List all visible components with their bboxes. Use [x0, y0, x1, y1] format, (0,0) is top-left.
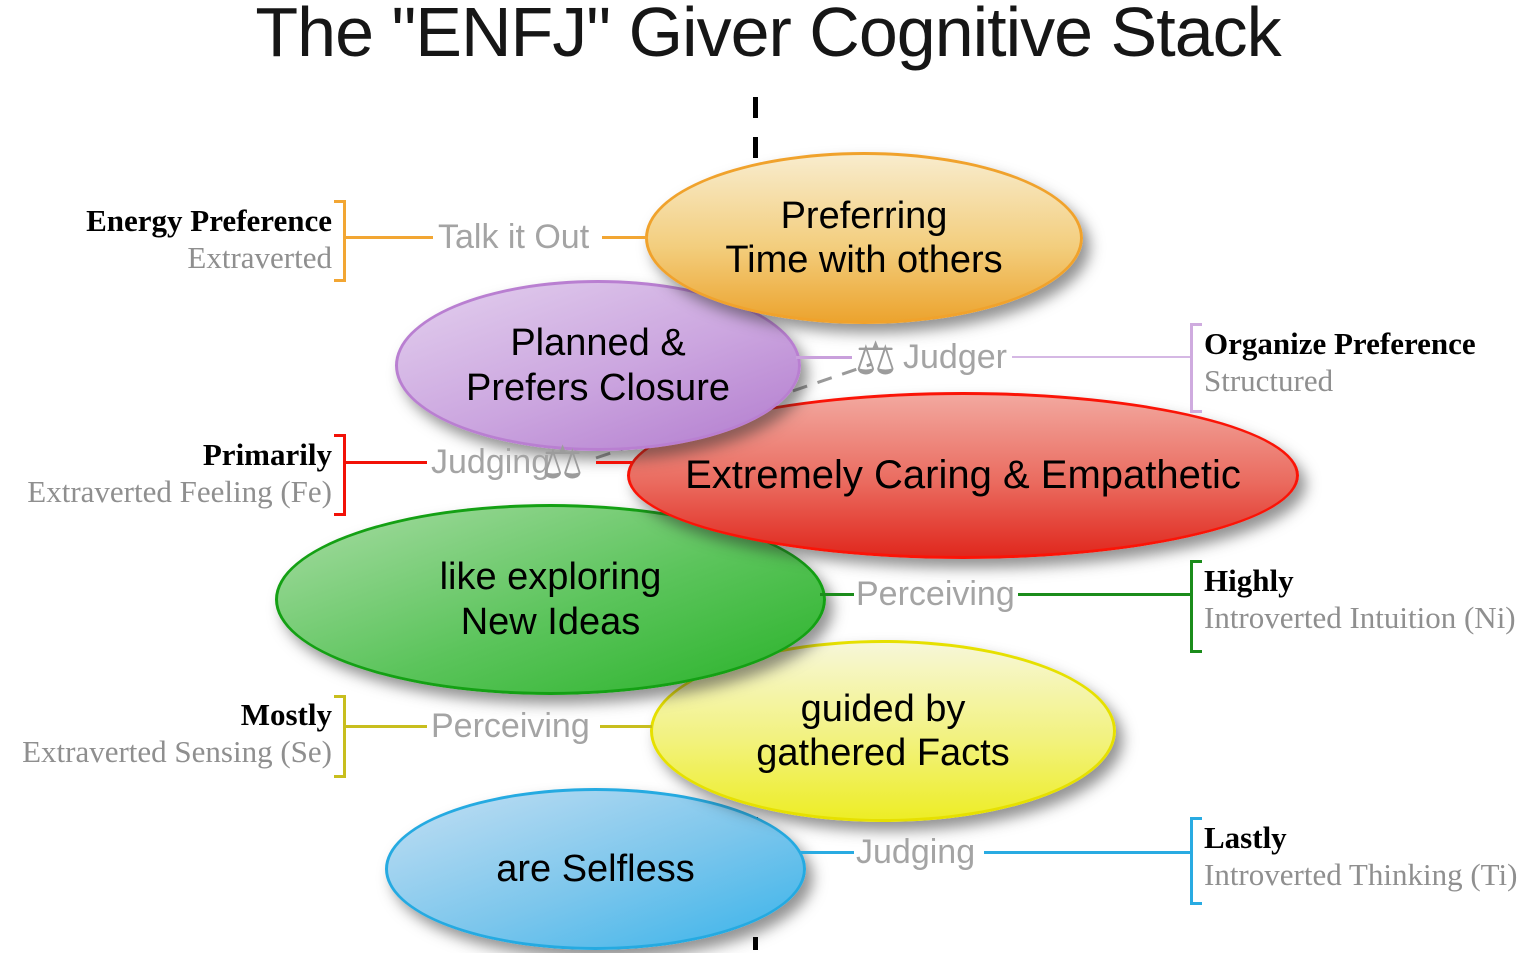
highly-ni-label: Highly Introverted Intuition (Ni) [1204, 562, 1516, 636]
ellipse-text: guided by [800, 687, 966, 730]
connector-word-judging: Judging [856, 833, 976, 871]
bracket [334, 695, 346, 778]
ellipse-text: Prefers Closure [466, 366, 730, 409]
connector-word-perceiving: Perceiving [431, 707, 590, 745]
ellipse-time-with-others: Preferring Time with others [645, 152, 1083, 324]
label-heading: Primarily [202, 437, 332, 472]
label-value: Introverted Thinking (Ti) [1204, 857, 1518, 892]
bracket [334, 434, 346, 516]
connector-word-perceiving: Perceiving [856, 575, 1015, 613]
label-value: Extraverted Sensing (Se) [22, 734, 332, 769]
primarily-fe-label: Primarily Extraverted Feeling (Fe) [0, 436, 332, 510]
label-heading: Highly [1204, 563, 1294, 598]
scales-icon: ⚖ [542, 435, 584, 489]
label-value: Structured [1204, 363, 1334, 398]
bracket [1190, 560, 1202, 653]
label-value: Extraverted [187, 240, 332, 275]
connector-word-judging: Judging [431, 443, 551, 481]
connector-line [345, 725, 427, 728]
bracket [1190, 817, 1202, 905]
connector-line [1018, 593, 1192, 596]
connector-line [602, 236, 648, 239]
ellipse-are-selfless: are Selfless [385, 788, 806, 950]
ellipse-text: Planned & [510, 322, 686, 365]
connector-word-judger: Judger [903, 338, 1007, 376]
connector-line [345, 236, 433, 239]
label-heading: Lastly [1204, 820, 1287, 855]
label-heading: Organize Preference [1204, 326, 1476, 361]
bracket [334, 200, 346, 282]
ellipse-text: like exploring [439, 556, 662, 599]
ellipse-text: New Ideas [460, 600, 641, 643]
connector-line [800, 851, 854, 854]
connector-word-talk-it-out: Talk it Out [438, 218, 590, 256]
connector-line [984, 851, 1192, 854]
label-value: Extraverted Feeling (Fe) [27, 474, 332, 509]
label-heading: Energy Preference [86, 203, 332, 238]
ellipse-planned-closure: Planned & Prefers Closure [395, 280, 801, 451]
ellipse-text: Extremely Caring & Empathetic [685, 453, 1241, 498]
connector-line [596, 461, 632, 464]
page-title: The "ENFJ" Giver Cognitive Stack [255, 0, 1281, 71]
mostly-se-label: Mostly Extraverted Sensing (Se) [0, 696, 332, 770]
label-heading: Mostly [240, 697, 332, 732]
connector-line [820, 593, 854, 596]
ellipse-text: Time with others [725, 239, 1003, 281]
connector-line [1012, 356, 1192, 358]
judging-judger-dashed-connector [595, 362, 873, 460]
organize-preference-label: Organize Preference Structured [1204, 325, 1476, 399]
label-value: Introverted Intuition (Ni) [1204, 600, 1516, 635]
ellipse-text: Preferring [780, 194, 948, 237]
connector-line [796, 356, 852, 359]
scales-icon: ⚖ [855, 331, 897, 385]
connector-line [600, 725, 652, 728]
bracket [1190, 323, 1202, 413]
ellipse-text: gathered Facts [756, 732, 1010, 774]
lastly-ti-label: Lastly Introverted Thinking (Ti) [1204, 819, 1517, 893]
connector-line [345, 461, 427, 464]
ellipse-text: are Selfless [496, 847, 695, 890]
energy-preference-label: Energy Preference Extraverted [30, 202, 332, 276]
